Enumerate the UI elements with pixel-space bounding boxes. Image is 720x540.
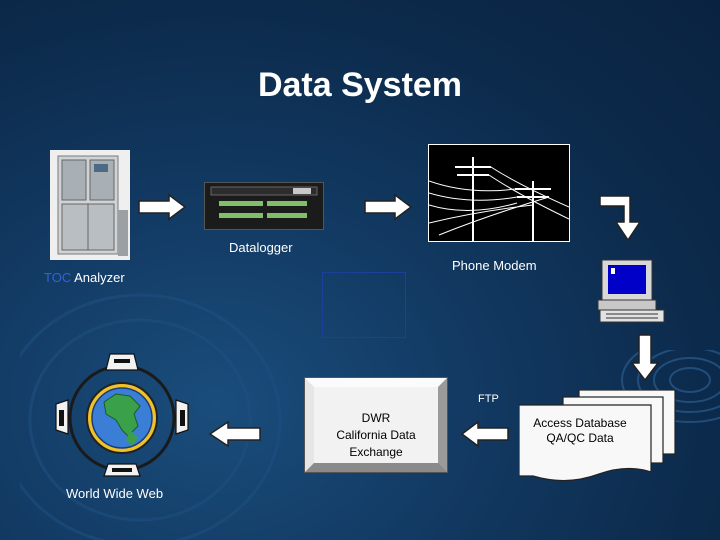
phone-lines-icon bbox=[428, 144, 570, 242]
dwr-line3: Exchange bbox=[349, 445, 403, 459]
ripple-decoration bbox=[621, 350, 720, 423]
ftp-label: FTP bbox=[478, 393, 499, 405]
arrow-bend-down bbox=[594, 192, 658, 244]
access-line1: Access Database bbox=[533, 416, 627, 430]
arrow-left bbox=[458, 420, 510, 448]
dwr-exchange-box: DWR California Data Exchange bbox=[305, 378, 447, 472]
placeholder-box bbox=[322, 272, 406, 338]
toc-highlight: TOC bbox=[44, 270, 72, 285]
ripple-decoration-left bbox=[20, 293, 282, 540]
computer-icon bbox=[596, 258, 666, 329]
arrow-left bbox=[206, 420, 262, 448]
access-database-text: Access Database QA/QC Data bbox=[520, 416, 640, 446]
toc-rest: Analyzer bbox=[71, 270, 125, 285]
toc-analyzer-icon bbox=[50, 150, 130, 260]
dwr-line1: DWR bbox=[361, 411, 391, 425]
dwr-text: DWR California Data Exchange bbox=[314, 410, 438, 461]
globe-network-icon bbox=[52, 352, 192, 487]
arrow-down bbox=[630, 333, 660, 383]
arrow-right bbox=[137, 193, 189, 221]
dwr-line2: California Data bbox=[336, 428, 416, 442]
datalogger-icon bbox=[204, 182, 324, 230]
www-label: World Wide Web bbox=[66, 486, 164, 501]
toc-analyzer-label: TOC Analyzer bbox=[44, 270, 125, 285]
documents-icon bbox=[519, 390, 676, 482]
page-title: Data System bbox=[257, 66, 463, 104]
phone-modem-label: Phone Modem bbox=[452, 258, 537, 273]
access-line2: QA/QC Data bbox=[546, 431, 614, 445]
arrow-right bbox=[363, 193, 415, 221]
datalogger-label: Datalogger bbox=[229, 240, 293, 255]
